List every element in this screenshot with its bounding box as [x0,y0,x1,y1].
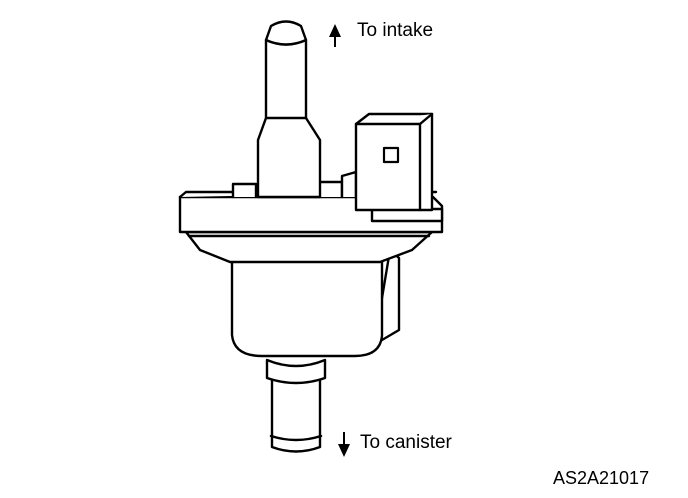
arrow-down-icon [338,432,350,457]
to-intake-label: To intake [357,20,434,41]
arrow-up-icon [329,24,341,47]
upper-port [256,20,322,199]
lower-hose-nipple [265,358,327,453]
flange-skirt [184,230,434,264]
lower-body [230,248,401,358]
figure-code-label: AS2A21017 [553,468,650,488]
electrical-connector [354,112,434,212]
to-canister-label: To canister [360,432,452,453]
